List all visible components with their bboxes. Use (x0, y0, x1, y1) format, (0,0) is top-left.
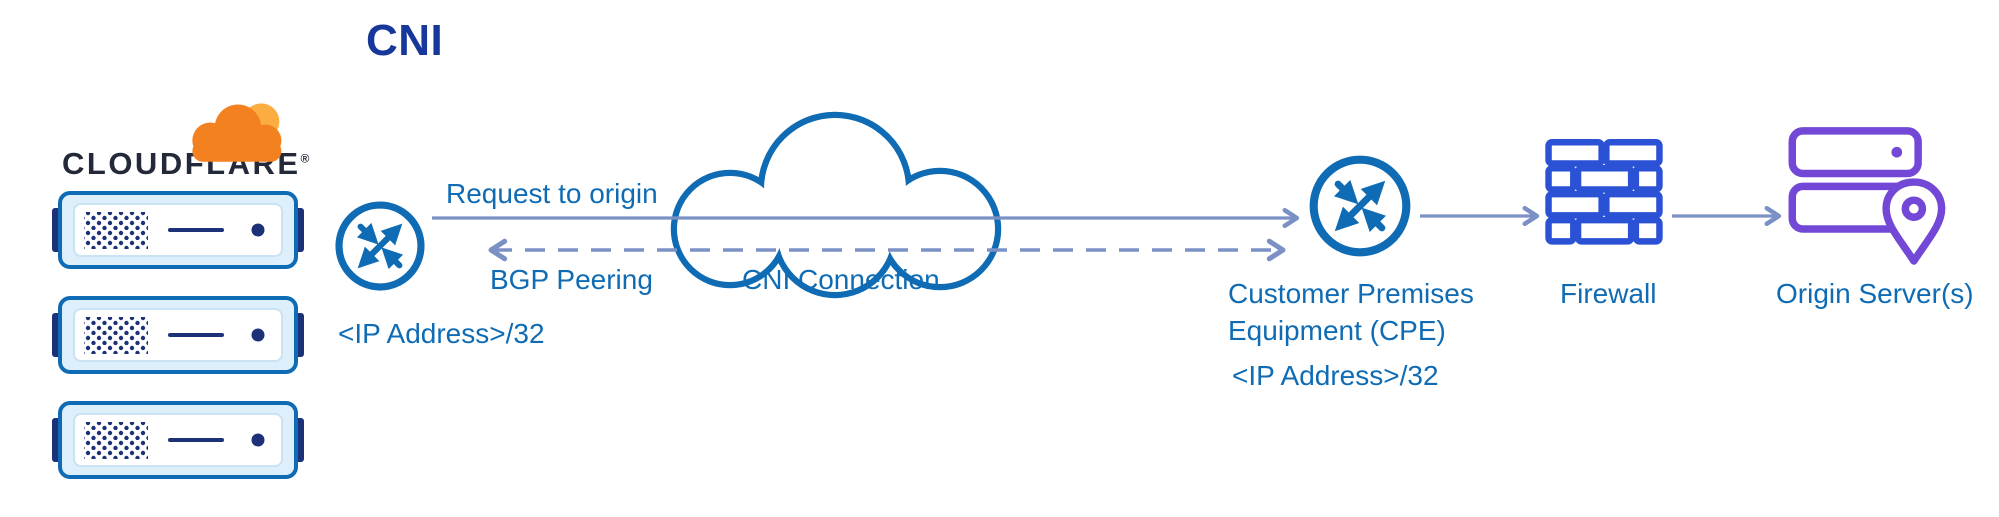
edge-router-ip-label: <IP Address>/32 (338, 318, 545, 349)
firewall-brick-icon (1545, 139, 1663, 245)
cloudflare-edge-servers (52, 190, 304, 480)
registered-trademark: ® (300, 151, 310, 166)
request-to-origin-label: Request to origin (446, 178, 658, 209)
cni-connection-label: CNI Connection (742, 264, 940, 295)
origin-server-label: Origin Server(s) (1776, 278, 1974, 309)
location-pin-icon (1882, 178, 1946, 265)
server-rack-icon (52, 401, 304, 479)
server-rack-icon (52, 296, 304, 374)
page-title: CNI (366, 16, 444, 65)
server-rack-icon (52, 191, 304, 269)
cloudflare-cloud-icon (192, 103, 282, 162)
origin-server-icon (1788, 127, 1946, 265)
router-icon (1309, 155, 1411, 257)
bgp-peering-label: BGP Peering (490, 264, 653, 295)
router-icon (335, 201, 425, 291)
cpe-ip-label: <IP Address>/32 (1232, 360, 1439, 391)
firewall-label: Firewall (1560, 278, 1657, 309)
cpe-label: Customer Premises Equipment (CPE) (1228, 278, 1474, 346)
